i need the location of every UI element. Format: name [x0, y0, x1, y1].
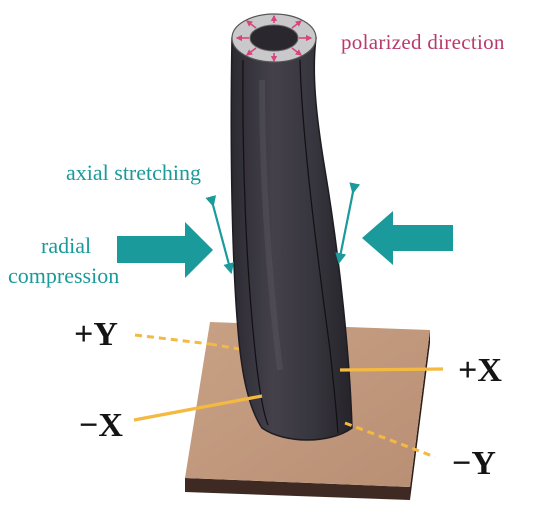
- plus-y-label: +Y: [74, 316, 118, 353]
- plus-x-axis-line: [339, 367, 444, 372]
- minus-y-axis-line: [344, 421, 436, 459]
- piezo-tube: [230, 13, 353, 441]
- tube-body: [230, 37, 353, 441]
- minus-x-axis-line: [133, 394, 263, 422]
- radial-compression-arrow-left: [117, 222, 213, 278]
- tube-seam-right: [299, 59, 339, 434]
- substrate-side-face: [185, 478, 410, 500]
- compression-label: compression: [8, 263, 120, 288]
- substrate-right-face: [410, 330, 430, 500]
- tube-top-hole: [249, 24, 299, 52]
- axial-stretch-arrow-right: [335, 182, 361, 265]
- plus-y-axis-line: [134, 333, 211, 346]
- minus-x-label: −X: [79, 407, 123, 444]
- tube-seam-left: [242, 59, 269, 426]
- axial-stretching-label: axial stretching: [66, 160, 202, 185]
- polarized-direction-label: polarized direction: [341, 30, 505, 54]
- radial-compression-arrow-right: [362, 211, 453, 265]
- plus-x-label: +X: [458, 352, 502, 389]
- minus-y-label: −Y: [452, 445, 496, 482]
- polarization-arrows: [235, 14, 313, 63]
- tube-highlight: [259, 79, 283, 371]
- radial-label: radial: [41, 233, 92, 258]
- axial-stretch-arrow-left: [205, 195, 235, 275]
